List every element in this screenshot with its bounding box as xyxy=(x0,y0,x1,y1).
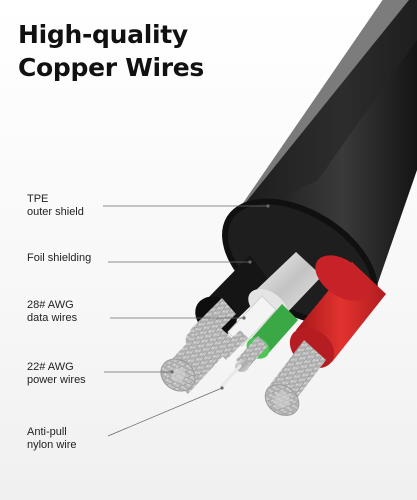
callout-line-1: 28# AWG xyxy=(27,299,74,311)
black-power-wire xyxy=(160,318,236,394)
callout-line-1: TPE xyxy=(27,193,49,205)
leader-lines xyxy=(103,204,270,437)
callout-line-1: Anti-pull xyxy=(27,426,67,438)
callout-nylon-wire: Anti-pull nylon wire xyxy=(27,426,77,452)
callout-foil-shielding: Foil shielding xyxy=(27,252,91,265)
callout-tpe-outer-shield: TPE outer shield xyxy=(27,193,84,219)
headline-line-2: Copper Wires xyxy=(18,53,205,82)
callout-data-wires: 28# AWG data wires xyxy=(27,299,77,325)
callout-line-1: Foil shielding xyxy=(27,252,92,264)
callout-line-1: 22# AWG xyxy=(27,361,74,373)
green-data-wire xyxy=(235,304,298,372)
nylon-wire xyxy=(220,364,242,388)
callout-line-2: outer shield xyxy=(27,206,84,218)
headline: High-quality Copper Wires xyxy=(18,18,204,84)
callout-line-2: nylon wire xyxy=(27,439,77,451)
callout-line-2: data wires xyxy=(27,312,78,324)
red-power-wire xyxy=(264,255,386,416)
callout-line-2: power wires xyxy=(27,374,86,386)
leader-line-nylon-wire xyxy=(107,387,223,437)
callout-power-wires: 22# AWG power wires xyxy=(27,361,86,387)
headline-line-1: High-quality xyxy=(18,20,188,49)
